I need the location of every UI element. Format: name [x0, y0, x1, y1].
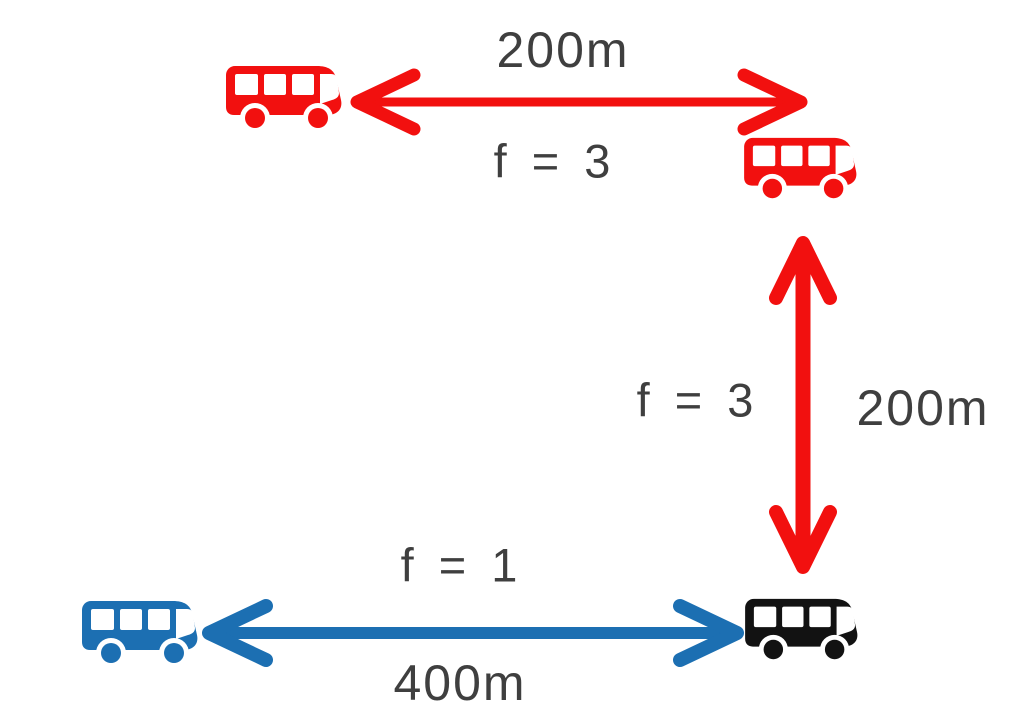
bottom-distance-arrow [202, 599, 744, 667]
top-frequency-label: f = 3 [493, 134, 617, 188]
top-distance-label: 200m [496, 22, 630, 78]
bottom-distance-label: 400m [393, 655, 527, 711]
bus-icon-black-bottom-right [745, 598, 858, 665]
bus-icon-red-top-left [226, 66, 342, 133]
right-distance-arrow [769, 236, 837, 574]
bottom-frequency-label: f = 1 [400, 538, 524, 592]
bus-icon-red-middle-right [744, 137, 857, 204]
bus-icon-blue-bottom-left [82, 601, 198, 668]
top-distance-arrow [350, 68, 808, 136]
right-frequency-label: f = 3 [636, 373, 760, 427]
right-distance-label: 200m [856, 380, 990, 436]
